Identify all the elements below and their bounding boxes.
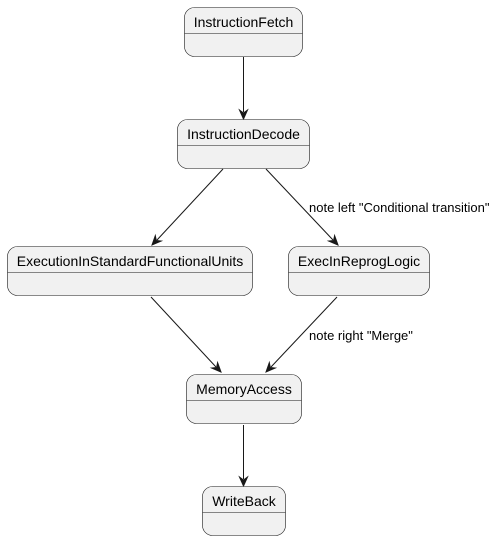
- edge-memory-to-writeback: [238, 425, 249, 488]
- edge-fetch-to-decode: [238, 57, 249, 121]
- edge-decode-to-standard: [151, 168, 224, 246]
- state-execution-standard: ExecutionInStandardFunctionalUnits: [7, 246, 253, 296]
- reprog-to-memory-label: note right "Merge": [309, 328, 413, 343]
- state-exec-reprog-label: ExecInReprogLogic: [298, 253, 420, 269]
- state-write-back-label: WriteBack: [212, 493, 277, 509]
- state-memory-access-label: MemoryAccess: [196, 381, 292, 397]
- state-write-back: WriteBack: [202, 486, 286, 536]
- state-instruction-fetch-label: InstructionFetch: [194, 14, 294, 30]
- decode-to-reprog-label: note left "Conditional transition": [309, 200, 490, 215]
- state-exec-reprog: ExecInReprogLogic: [288, 246, 430, 296]
- state-instruction-decode-label: InstructionDecode: [187, 126, 300, 142]
- state-instruction-decode: InstructionDecode: [177, 119, 310, 169]
- edge-reprog-to-memory: [265, 296, 338, 373]
- state-execution-standard-label: ExecutionInStandardFunctionalUnits: [17, 253, 243, 269]
- state-memory-access: MemoryAccess: [186, 374, 302, 424]
- edge-decode-to-reprog: [265, 168, 339, 246]
- state-instruction-fetch: InstructionFetch: [184, 7, 303, 57]
- edge-standard-to-memory: [150, 296, 222, 373]
